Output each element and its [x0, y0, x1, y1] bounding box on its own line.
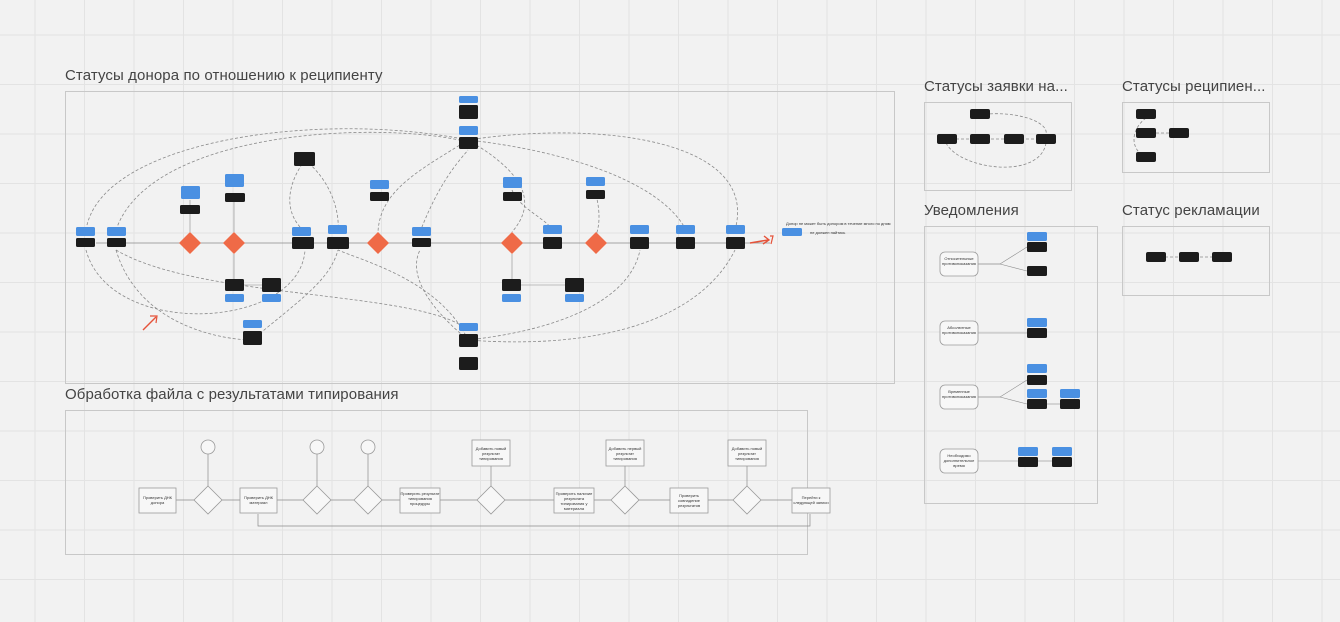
typing-node-check-match[interactable]: Проверить совпадение результатов — [677, 493, 701, 508]
frame-typing-file[interactable] — [65, 410, 808, 555]
frame-complaint-status[interactable] — [1122, 226, 1270, 296]
notification-node-extra-time[interactable]: Необходимо дополнительное время — [943, 453, 975, 468]
notification-node-relative[interactable]: Относительные противопоказания — [942, 256, 976, 266]
typing-node-add-new-result-2[interactable]: Добавить новый результат типирования — [731, 446, 763, 461]
frame-request-statuses[interactable] — [924, 102, 1072, 191]
frame-notifications[interactable] — [924, 226, 1098, 504]
donor-dark-nodes — [76, 105, 745, 370]
frame-title-typing-file[interactable]: Обработка файла с результатами типирован… — [65, 386, 399, 403]
donor-note-line1: Донор не может быть донором в течение мн… — [786, 221, 891, 226]
notification-node-absolute[interactable]: Абсолютные противопоказания — [942, 325, 976, 335]
typing-decision-diamonds — [193, 485, 762, 515]
notification-condition-boxes — [939, 251, 979, 474]
frame-recipient-statuses[interactable] — [1122, 102, 1270, 173]
frame-title-request-statuses[interactable]: Статусы заявки на... — [924, 78, 1068, 95]
frame-donor-statuses[interactable] — [65, 91, 895, 384]
donor-curved-connectors — [85, 128, 738, 343]
request-status-nodes — [937, 109, 1056, 144]
donor-blue-labels — [76, 96, 802, 331]
donor-decision-diamonds — [179, 232, 607, 254]
frame-title-notifications[interactable]: Уведомления — [924, 202, 1019, 219]
complaint-status-nodes — [1146, 252, 1232, 262]
red-annotation-arrow — [142, 316, 157, 331]
donor-note-line2: не должен найтись — [810, 230, 846, 235]
typing-node-check-procedure[interactable]: Проверить результат типирования процедур… — [400, 491, 440, 506]
frame-title-complaint-status[interactable]: Статус рекламации — [1122, 202, 1260, 219]
typing-node-check-material-dna[interactable]: Проверить ДНК материал — [243, 495, 274, 505]
typing-node-check-material-result[interactable]: Проверить наличие результата типирования… — [555, 491, 593, 511]
recipient-status-nodes — [1136, 109, 1189, 162]
typing-node-add-new-result[interactable]: Добавить новый результат типирования — [475, 446, 507, 461]
frame-title-donor-statuses[interactable]: Статусы донора по отношению к реципиенту — [65, 67, 383, 84]
typing-node-add-first-result[interactable]: Добавить первый результат типирования — [608, 446, 642, 461]
typing-start-circles — [200, 439, 376, 455]
typing-node-check-donor-dna[interactable]: Проверить ДНК донора — [142, 495, 173, 505]
frame-title-recipient-statuses[interactable]: Статусы реципиен... — [1122, 78, 1266, 95]
typing-process-boxes — [138, 439, 831, 514]
notification-node-temporary[interactable]: Временные противопоказания — [942, 389, 976, 399]
typing-node-next-record[interactable]: Перейти к следующей записи — [793, 495, 829, 505]
